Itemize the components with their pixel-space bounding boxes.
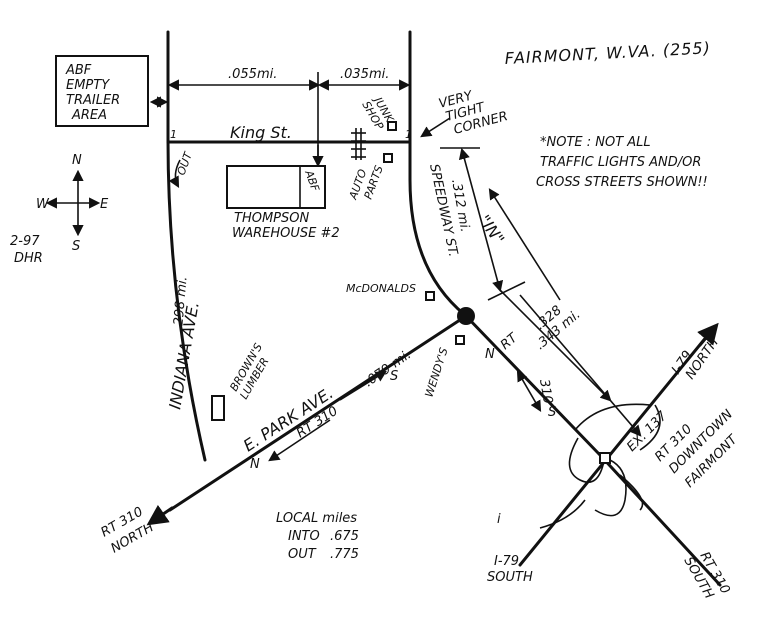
compass-n: N xyxy=(72,153,82,168)
junk-shop: JUNK SHOP xyxy=(359,93,397,132)
thompson-warehouse: ABF THOMPSON WAREHOUSE #2 xyxy=(226,145,340,241)
local-miles-into-label: INTO xyxy=(288,529,320,544)
date-code-1: 2-97 xyxy=(10,234,40,249)
thompson-1: THOMPSON xyxy=(234,211,309,226)
auto-parts: AUTO PARTS xyxy=(346,153,393,202)
compass-e: E xyxy=(100,197,109,212)
dist-indiana: .298 mi. xyxy=(171,276,191,331)
n-marker-park: N xyxy=(250,457,260,472)
wendys-label: WENDY'S xyxy=(422,346,450,399)
note-line-3: CROSS STREETS SHOWN!! xyxy=(536,175,708,190)
indiana-ave-label: INDIANA AVE. xyxy=(165,300,203,411)
wendys: WENDY'S xyxy=(422,335,465,399)
i79-road xyxy=(518,328,714,567)
s-marker-speedway: S xyxy=(548,405,556,420)
one-mark-a: 1 xyxy=(170,128,177,141)
abf-trailer-area: ABF EMPTY TRAILER AREA xyxy=(55,55,169,127)
i79-south-1: I-79 xyxy=(494,554,519,569)
n-marker-speedway: N xyxy=(485,347,495,362)
dist-top-right: .035mi. xyxy=(340,67,389,82)
compass-s: S xyxy=(72,239,80,254)
e-park-ave-road xyxy=(168,314,468,512)
mcdonalds: McDONALDS xyxy=(346,282,435,301)
browns-lumber: BROWN'S LUMBER xyxy=(211,341,272,421)
dist-epark: .079 mi. xyxy=(362,347,414,390)
local-miles-out-value: .775 xyxy=(330,547,359,562)
s-marker-park: S xyxy=(390,369,398,384)
intersection-marker xyxy=(457,307,475,325)
indiana-ave-road xyxy=(166,30,207,462)
dist-top-left: .055mi. xyxy=(228,67,277,82)
rt310-speedway-label: RT xyxy=(498,330,521,353)
rt310-speedway-num: 310 xyxy=(536,378,555,405)
railroad-tracks xyxy=(351,128,366,160)
abf-line-2: EMPTY xyxy=(66,78,110,93)
thompson-2: WAREHOUSE #2 xyxy=(232,226,340,241)
compass-w: W xyxy=(36,197,50,212)
interchange-ramps: i xyxy=(497,403,661,529)
note-line-1: *NOTE : NOT ALL xyxy=(540,135,651,150)
interchange-i-mark: i xyxy=(497,512,501,527)
map-title: FAIRMONT, W.VA. (255) xyxy=(504,38,711,68)
one-mark-b: 1 xyxy=(405,128,412,141)
abf-line-3: TRAILER xyxy=(66,93,120,108)
date-code-2: DHR xyxy=(14,251,43,266)
abf-line-4: AREA xyxy=(71,108,107,123)
abf-line-1: ABF xyxy=(65,63,92,78)
local-miles-title: LOCAL miles xyxy=(276,511,357,526)
compass: N S W E xyxy=(36,153,109,254)
mcdonalds-label: McDONALDS xyxy=(346,282,416,295)
note-line-2: TRAFFIC LIGHTS AND/OR xyxy=(540,155,701,170)
king-st-label: King St. xyxy=(230,123,292,142)
i79-south-2: SOUTH xyxy=(487,570,533,585)
local-miles-into-value: .675 xyxy=(330,529,359,544)
local-miles-out-label: OUT xyxy=(288,547,317,562)
